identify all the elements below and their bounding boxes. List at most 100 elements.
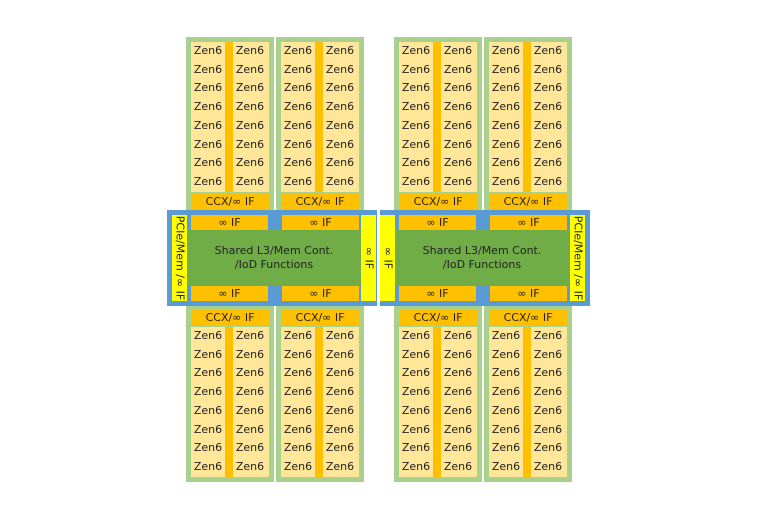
die-to-die-if-link: ∞ IF: [361, 215, 376, 301]
pcie-mem-if-label: PCIe/Mem /∞ IF: [173, 215, 186, 301]
core-zen6: Zen6: [193, 385, 223, 399]
core-zen6: Zen6: [325, 81, 355, 95]
core-zen6: Zen6: [533, 422, 563, 436]
ccx-if-label: CCX/∞ IF: [191, 310, 269, 325]
core-zen6: Zen6: [491, 347, 521, 361]
core-zen6: Zen6: [193, 137, 223, 151]
core-zen6: Zen6: [443, 347, 473, 361]
core-zen6: Zen6: [325, 441, 355, 455]
core-zen6: Zen6: [283, 137, 313, 151]
core-zen6: Zen6: [533, 81, 563, 95]
core-zen6: Zen6: [401, 441, 431, 455]
shared-l3-iod-functions: Shared L3/Mem Cont./IoD Functions: [395, 230, 569, 286]
core-zen6: Zen6: [491, 100, 521, 114]
core-zen6: Zen6: [491, 62, 521, 76]
core-zen6: Zen6: [443, 118, 473, 132]
ccx-interconnect-stripe: [315, 42, 323, 192]
core-zen6: Zen6: [235, 366, 265, 380]
core-zen6: Zen6: [533, 403, 563, 417]
ccx-if-label: CCX/∞ IF: [489, 310, 567, 325]
core-zen6: Zen6: [325, 118, 355, 132]
io-die: PCIe/Mem /∞ IF ∞ IF Shared L3/Mem Cont./Io…: [380, 210, 590, 306]
core-zen6: Zen6: [443, 385, 473, 399]
core-zen6: Zen6: [533, 62, 563, 76]
core-zen6: Zen6: [533, 100, 563, 114]
core-zen6: Zen6: [325, 347, 355, 361]
pcie-mem-if-port: PCIe/Mem /∞ IF: [570, 215, 585, 301]
core-zen6: Zen6: [491, 156, 521, 170]
core-zen6: Zen6: [193, 441, 223, 455]
core-zen6: Zen6: [325, 403, 355, 417]
core-zen6: Zen6: [283, 347, 313, 361]
pcie-mem-if-port: PCIe/Mem /∞ IF: [172, 215, 187, 301]
core-zen6: Zen6: [401, 347, 431, 361]
ccx-if-label: CCX/∞ IF: [281, 310, 359, 325]
core-zen6: Zen6: [533, 44, 563, 57]
core-zen6: Zen6: [235, 422, 265, 436]
core-zen6: Zen6: [193, 422, 223, 436]
core-zen6: Zen6: [401, 62, 431, 76]
core-zen6: Zen6: [283, 385, 313, 399]
center-label-line2: /IoD Functions: [442, 258, 522, 271]
core-zen6: Zen6: [235, 441, 265, 455]
core-zen6: Zen6: [491, 403, 521, 417]
core-zen6: Zen6: [193, 81, 223, 95]
pcie-mem-if-label: PCIe/Mem /∞ IF: [571, 215, 584, 301]
core-zen6: Zen6: [401, 137, 431, 151]
center-label: Shared L3/Mem Cont./IoD Functions: [423, 244, 542, 272]
core-zen6: Zen6: [325, 44, 355, 57]
core-zen6: Zen6: [283, 81, 313, 95]
core-zen6: Zen6: [235, 44, 265, 57]
if-port: ∞ IF: [490, 286, 567, 301]
core-zen6: Zen6: [193, 174, 223, 188]
core-zen6: Zen6: [235, 81, 265, 95]
core-zen6: Zen6: [443, 62, 473, 76]
core-zen6: Zen6: [283, 422, 313, 436]
if-port: ∞ IF: [191, 286, 268, 301]
core-zen6: Zen6: [235, 459, 265, 473]
core-zen6: Zen6: [533, 366, 563, 380]
core-zen6: Zen6: [401, 44, 431, 57]
core-zen6: Zen6: [193, 329, 223, 342]
core-zen6: Zen6: [533, 347, 563, 361]
core-zen6: Zen6: [283, 366, 313, 380]
core-zen6: Zen6: [235, 385, 265, 399]
core-zen6: Zen6: [283, 44, 313, 57]
core-zen6: Zen6: [283, 459, 313, 473]
core-zen6: Zen6: [193, 118, 223, 132]
core-zen6: Zen6: [443, 366, 473, 380]
core-zen6: Zen6: [491, 174, 521, 188]
ccx-interconnect-stripe: [523, 327, 531, 477]
core-zen6: Zen6: [325, 329, 355, 342]
core-zen6: Zen6: [491, 137, 521, 151]
core-zen6: Zen6: [533, 441, 563, 455]
core-zen6: Zen6: [325, 422, 355, 436]
core-zen6: Zen6: [325, 174, 355, 188]
ccx-if-label: CCX/∞ IF: [191, 194, 269, 209]
core-zen6: Zen6: [235, 329, 265, 342]
core-zen6: Zen6: [401, 366, 431, 380]
die-link-label: ∞ IF: [381, 246, 394, 270]
ccx-if-label: CCX/∞ IF: [489, 194, 567, 209]
core-zen6: Zen6: [443, 44, 473, 57]
core-zen6: Zen6: [325, 385, 355, 399]
core-zen6: Zen6: [193, 403, 223, 417]
core-zen6: Zen6: [401, 156, 431, 170]
core-zen6: Zen6: [401, 329, 431, 342]
if-port: ∞ IF: [191, 215, 268, 230]
core-zen6: Zen6: [443, 156, 473, 170]
core-zen6: Zen6: [283, 156, 313, 170]
core-zen6: Zen6: [491, 459, 521, 473]
core-zen6: Zen6: [235, 62, 265, 76]
core-zen6: Zen6: [193, 459, 223, 473]
core-zen6: Zen6: [401, 459, 431, 473]
core-zen6: Zen6: [283, 329, 313, 342]
ccx-interconnect-stripe: [225, 42, 233, 192]
